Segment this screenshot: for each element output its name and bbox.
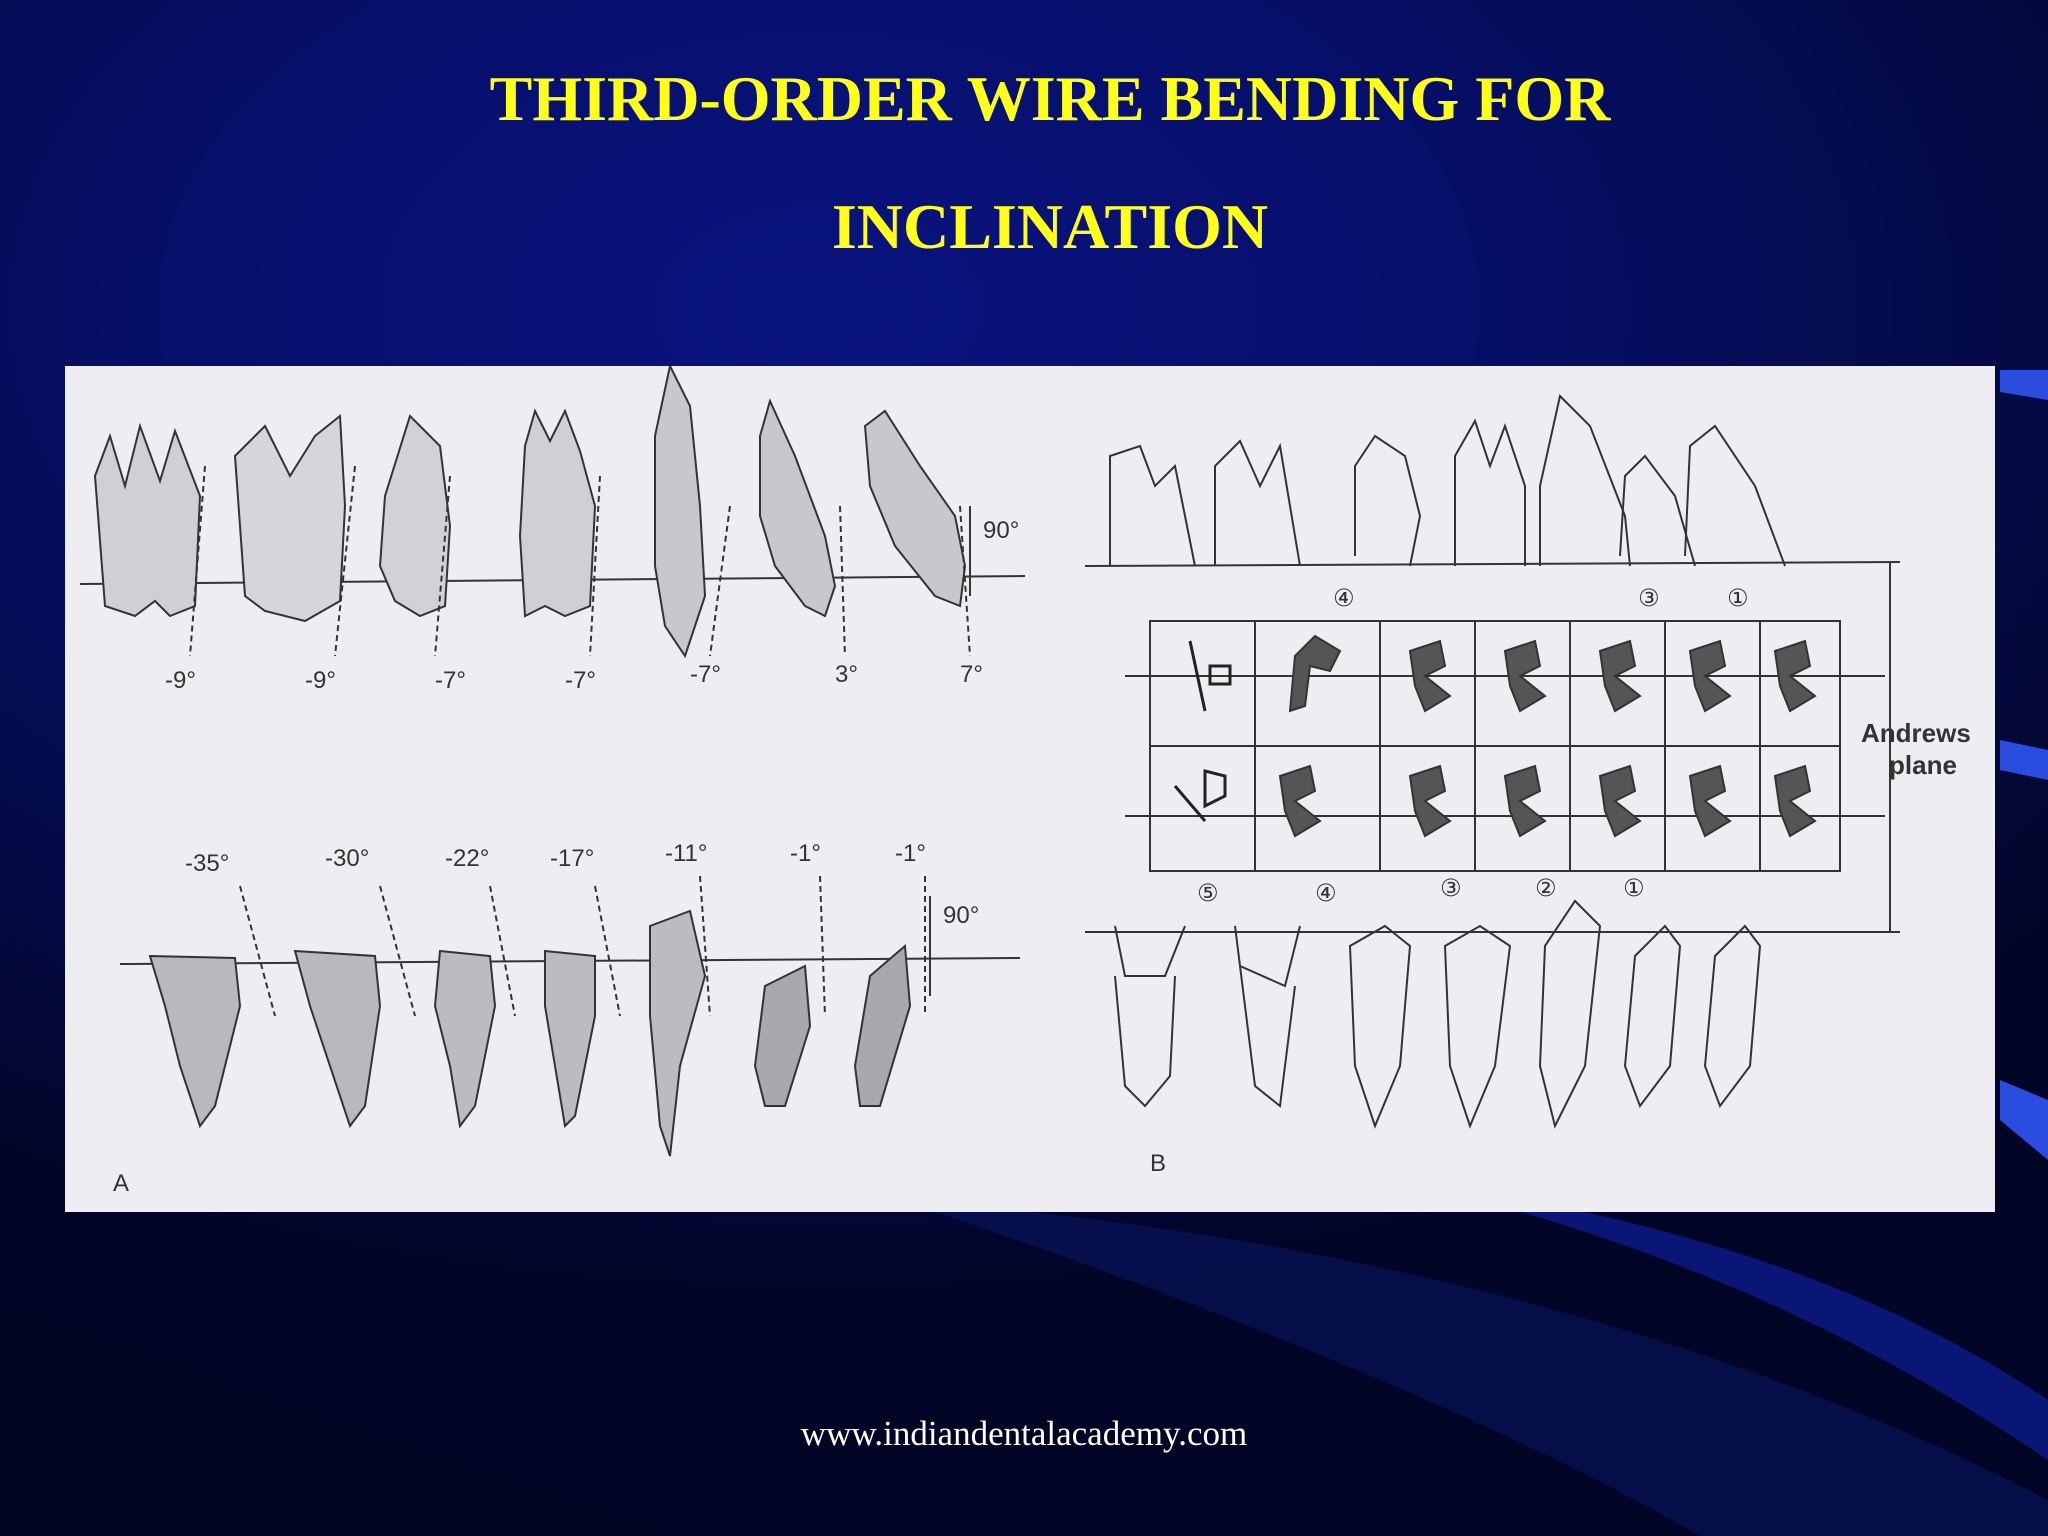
lower-angle-1: -35° (185, 850, 229, 877)
lower-angle-5: -11° (665, 840, 708, 867)
panel-b-upper-markers: ④ ③ ① (1333, 585, 1749, 612)
lower-marker-2: ② (1535, 875, 1557, 902)
panel-b-bracket-grid (1125, 620, 1885, 872)
upper-angle-7: 7° (960, 661, 983, 688)
lower-right-angle: 90° (943, 902, 979, 929)
panel-b-label: B (1150, 1150, 1166, 1177)
panel-a-upper-angle-labels: -9° -9° -7° -7° -7° 3° 7° 90° (165, 517, 1019, 694)
lower-marker-4: ④ (1315, 880, 1337, 907)
upper-marker-3: ③ (1638, 585, 1660, 612)
panel-b-lower-markers: ⑤ ④ ③ ② ① (1197, 875, 1645, 907)
panel-a-lower-teeth (148, 909, 912, 1157)
lower-marker-5: ⑤ (1197, 880, 1219, 907)
panel-b-upper-wire (1084, 561, 1901, 567)
panel-b-lower-teeth (1114, 899, 1762, 1129)
figure-drawing: -9° -9° -7° -7° -7° 3° 7° 90° -35° -30° … (79, 366, 1971, 1197)
slide-title-line-2: INCLINATION (831, 191, 1269, 262)
panel-b-molar-tubes (1173, 640, 1232, 822)
upper-marker-4: ④ (1333, 585, 1355, 612)
upper-angle-5: -7° (690, 661, 721, 688)
lower-angle-7: -1° (895, 840, 926, 867)
andrews-plane-label-line-2: plane (1889, 750, 1957, 780)
upper-right-angle: 90° (983, 517, 1019, 544)
panel-b-brackets (1278, 634, 1817, 838)
lower-angle-6: -1° (790, 840, 821, 867)
wire-bending-figure: -9° -9° -7° -7° -7° 3° 7° 90° -35° -30° … (65, 366, 1995, 1212)
panel-a-upper-axes (189, 465, 971, 657)
footer-url: www.indiandentalacademy.com (800, 1414, 1248, 1453)
panel-a-lower-axes (239, 875, 926, 1017)
upper-angle-1: -9° (165, 667, 196, 694)
panel-b-upper-teeth (1109, 394, 1786, 567)
upper-angle-6: 3° (835, 661, 858, 688)
lower-marker-1: ① (1623, 875, 1645, 902)
panel-a-upper-teeth (93, 366, 967, 659)
lower-angle-4: -17° (550, 845, 594, 872)
panel-a-label: A (113, 1170, 129, 1197)
upper-angle-4: -7° (565, 667, 596, 694)
panel-a-lower-angle-labels: -35° -30° -22° -17° -11° -1° -1° 90° (185, 840, 979, 929)
upper-marker-1: ① (1727, 585, 1749, 612)
lower-angle-2: -30° (325, 845, 369, 872)
andrews-plane-label-line-1: Andrews (1861, 718, 1971, 748)
upper-angle-2: -9° (305, 667, 336, 694)
upper-angle-3: -7° (435, 667, 466, 694)
lower-angle-3: -22° (445, 845, 489, 872)
lower-marker-3: ③ (1440, 875, 1462, 902)
slide-title-line-1: THIRD-ORDER WIRE BENDING FOR (489, 63, 1611, 134)
